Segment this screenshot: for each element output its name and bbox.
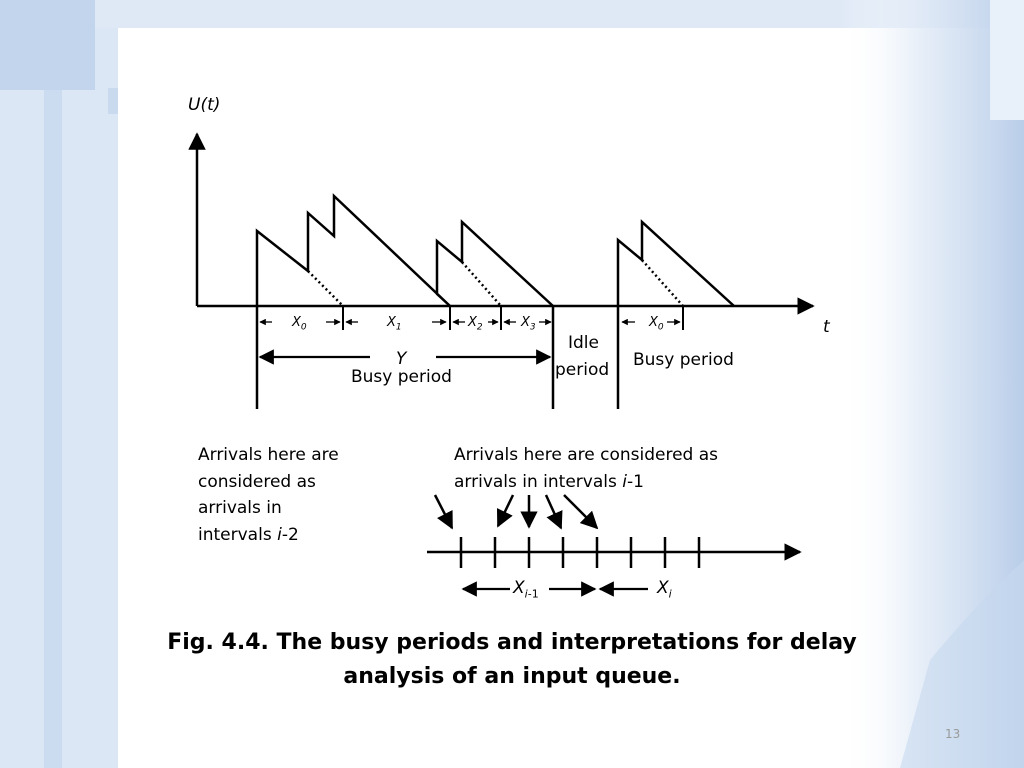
page-number: 13 <box>945 727 961 741</box>
idle-period-label-line1: Idle <box>568 333 599 353</box>
caption-line: Fig. 4.4. The busy periods and interpret… <box>167 630 857 655</box>
note-left-line: considered as <box>198 471 316 492</box>
busy-period-label: Busy period <box>351 367 452 387</box>
y-axis-label: U(t) <box>188 95 221 115</box>
interval-label-x0-second: X0 <box>649 315 664 333</box>
arrival-arrow <box>496 494 515 528</box>
note-left-line: intervals i-2 <box>198 524 299 545</box>
idle-period-label-line2: period <box>555 360 610 380</box>
arrival-arrow <box>433 494 454 530</box>
dotted-continuation <box>461 261 502 307</box>
interval-cur-label: Xi <box>657 578 672 601</box>
interval-label-x0: X0 <box>292 315 307 333</box>
note-left-line: Arrivals here are <box>198 445 339 465</box>
dotted-continuation <box>641 259 684 307</box>
note-left: Arrivals here are considered as arrivals… <box>198 442 339 548</box>
timeline-ticks <box>459 537 701 568</box>
interval-label-x1: X1 <box>387 315 402 333</box>
workload-curve-2 <box>616 219 735 307</box>
interval-label-x3: X3 <box>521 315 536 333</box>
note-left-line: arrivals in <box>198 498 282 518</box>
note-right-line: arrivals in intervals i-1 <box>454 471 644 492</box>
note-right: Arrivals here are considered as arrivals… <box>454 442 718 495</box>
arrival-arrow <box>544 494 563 530</box>
note-right-line: Arrivals here are considered as <box>454 445 718 465</box>
dotted-continuation <box>307 270 344 307</box>
figure-caption: Fig. 4.4. The busy periods and interpret… <box>140 626 884 694</box>
arrival-arrow <box>563 494 599 530</box>
x-axis-label: t <box>823 317 830 337</box>
busy-length-label: Y <box>396 349 407 369</box>
caption-line: analysis of an input queue. <box>343 664 681 689</box>
workload-curve-1 <box>255 193 554 307</box>
interval-label-x2: X2 <box>468 315 483 333</box>
interval-prev-label: Xi-1 <box>513 578 539 601</box>
busy-period-label-second: Busy period <box>633 350 734 370</box>
